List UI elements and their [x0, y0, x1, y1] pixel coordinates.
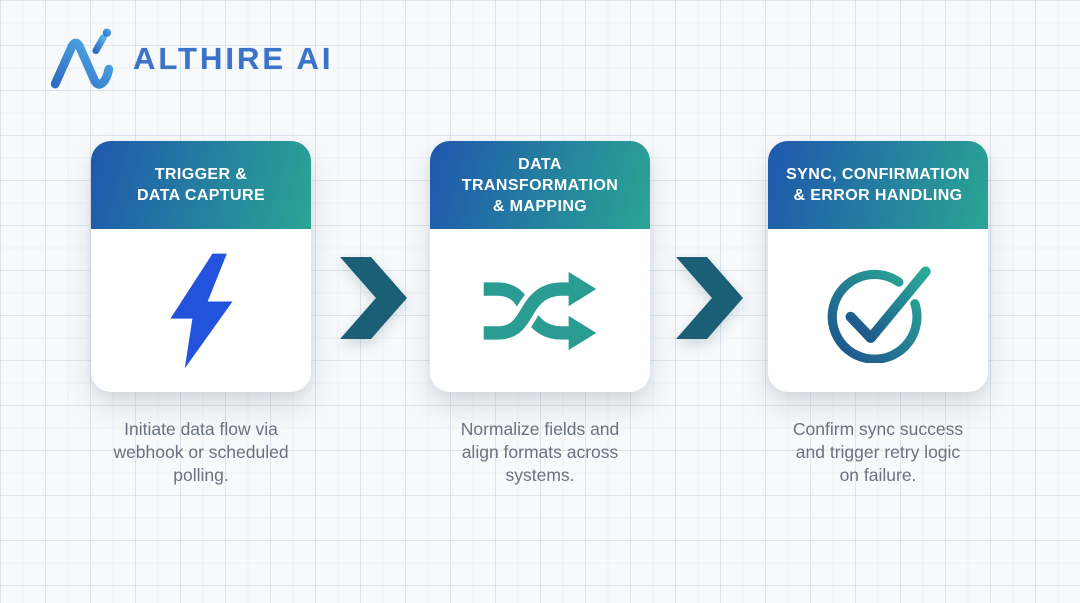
- step-title-line: & MAPPING: [492, 197, 588, 215]
- step-description: Confirm sync success and trigger retry l…: [758, 418, 998, 487]
- lightning-bolt-icon: [170, 253, 233, 368]
- step-card-sync-confirmation-error-handling: SYNC, CONFIRMATION & ERROR HANDLING: [768, 141, 988, 392]
- step-description: Normalize fields and align formats acros…: [420, 418, 660, 487]
- step-card-data-transformation-mapping: DATA TRANSFORMATION & MAPPING: [430, 141, 650, 392]
- step-description-line: Confirm sync success: [792, 419, 964, 439]
- brand-logo: ALTHIRE AI: [45, 24, 334, 94]
- step-description-line: align formats across: [461, 442, 619, 462]
- chevron-right-icon: [340, 257, 407, 339]
- step-card-trigger-data-capture: TRIGGER & DATA CAPTURE: [91, 141, 311, 392]
- step-description: Initiate data flow via webhook or schedu…: [81, 418, 321, 487]
- step-title: TRIGGER & DATA CAPTURE: [91, 141, 311, 229]
- althire-logo-icon: [50, 28, 114, 89]
- step-title: SYNC, CONFIRMATION & ERROR HANDLING: [768, 141, 988, 229]
- step-icon-area: [91, 229, 311, 392]
- check-circle-icon: [827, 265, 931, 363]
- step-icon-area: [768, 229, 988, 392]
- step-description-line: Normalize fields and: [460, 419, 620, 439]
- step-title-line: SYNC, CONFIRMATION: [786, 166, 970, 183]
- step-title-line: TRANSFORMATION: [461, 176, 619, 194]
- step-title-line: TRIGGER &: [154, 166, 248, 183]
- step-title-line: DATA CAPTURE: [136, 187, 266, 204]
- brand-name: ALTHIRE AI: [133, 41, 334, 76]
- step-title: DATA TRANSFORMATION & MAPPING: [430, 141, 650, 229]
- step-title-line: & ERROR HANDLING: [793, 187, 963, 204]
- step-description-line: systems.: [505, 465, 575, 485]
- step-title-line: DATA: [518, 155, 562, 173]
- shuffle-arrows-icon: [483, 271, 597, 350]
- step-description-line: and trigger retry logic: [795, 442, 961, 462]
- step-description-line: webhook or scheduled: [113, 442, 289, 462]
- step-icon-area: [430, 229, 650, 392]
- step-description-line: polling.: [173, 465, 229, 485]
- step-description-line: on failure.: [839, 465, 917, 485]
- chevron-right-icon: [676, 257, 743, 339]
- step-description-line: Initiate data flow via: [124, 419, 278, 439]
